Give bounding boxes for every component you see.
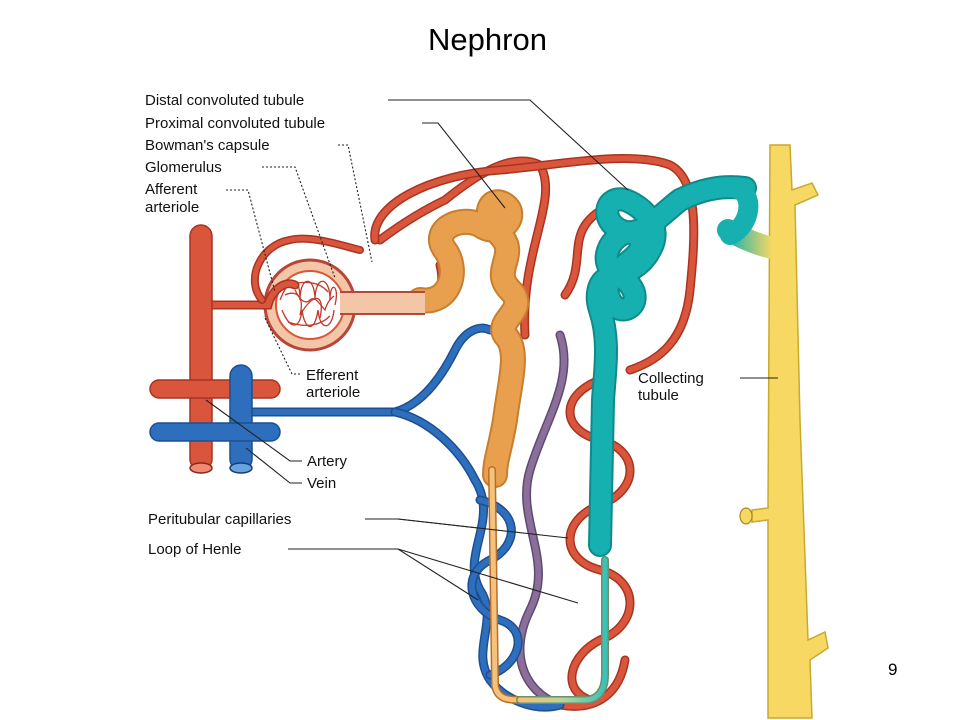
loop-of-henle: [516, 556, 609, 704]
label-proximal-convoluted-tubule: Proximal convoluted tubule: [145, 115, 325, 132]
label-collecting-line2: tubule: [638, 387, 679, 404]
leader-efferent: [263, 315, 300, 375]
leader-peritubular-1: [365, 518, 479, 529]
leader-bowman: [338, 144, 373, 263]
arterioles: [200, 234, 364, 310]
label-loop-of-henle: Loop of Henle: [148, 541, 241, 558]
label-peritubular-capillaries: Peritubular capillaries: [148, 511, 291, 528]
label-distal-convoluted-tubule: Distal convoluted tubule: [145, 92, 304, 109]
leader-vein: [245, 447, 302, 484]
label-efferent-line1: Efferent: [306, 367, 359, 384]
leader-afferent: [226, 189, 276, 293]
collecting-tubule: [739, 144, 829, 719]
page-number: 9: [888, 660, 898, 679]
distal-tubule: [585, 175, 783, 557]
slide-title: Nephron: [428, 22, 547, 57]
label-collecting-line1: Collecting: [638, 370, 704, 387]
label-afferent-line1: Afferent: [145, 181, 198, 198]
leader-distal: [388, 99, 629, 191]
leader-peritubular-2: [397, 518, 569, 539]
label-glomerulus: Glomerulus: [145, 159, 222, 176]
leader-lines: [205, 99, 778, 604]
leader-artery: [205, 399, 302, 462]
bowmans-capsule: [263, 258, 425, 352]
leader-henle-1: [288, 548, 479, 601]
label-artery: Artery: [307, 453, 348, 470]
leader-proximal: [422, 122, 506, 209]
label-afferent-line2: arteriole: [145, 199, 199, 216]
label-vein: Vein: [307, 475, 336, 492]
leader-glomerulus: [262, 166, 336, 279]
vein: [149, 364, 281, 474]
label-efferent-line2: arteriole: [306, 384, 360, 401]
label-bowmans-capsule: Bowman's capsule: [145, 137, 270, 154]
labels: Distal convoluted tubule Proximal convol…: [145, 92, 704, 558]
leader-henle-2: [397, 548, 579, 604]
